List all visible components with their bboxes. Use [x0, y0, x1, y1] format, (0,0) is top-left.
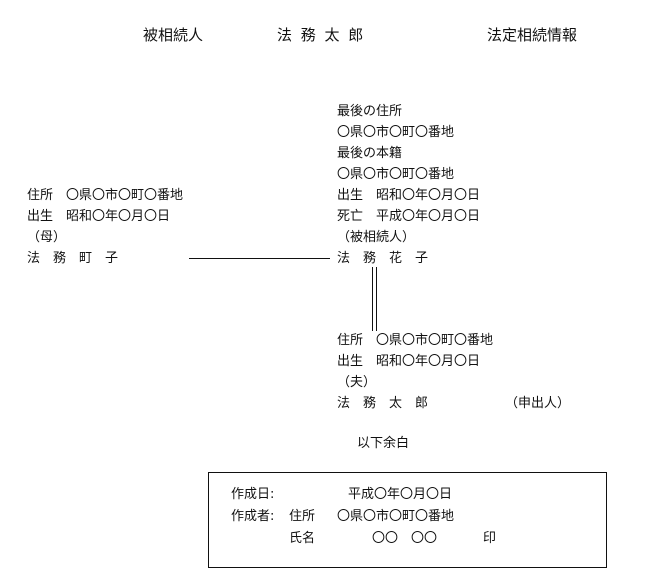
decedent-death: 死亡 平成〇年〇月〇日: [337, 209, 481, 224]
husband-birth: 出生 昭和〇年〇月〇日: [337, 354, 481, 369]
decedent-role: （被相続人）: [337, 230, 416, 245]
creation-date-label: 作成日:: [231, 487, 275, 502]
mother-role: （母）: [27, 230, 67, 245]
mother-birth: 出生 昭和〇年〇月〇日: [27, 209, 171, 224]
creator-name-label: 氏名: [289, 531, 316, 546]
decedent-name-header: 法 務 太 郎: [277, 26, 366, 44]
creator-box: [208, 472, 607, 568]
decedent-last-address-label: 最後の住所: [337, 104, 403, 119]
decedent-last-domicile-label: 最後の本籍: [337, 146, 403, 161]
parent-child-connector: [189, 258, 330, 259]
husband-address: 住所 〇県〇市〇町〇番地: [337, 333, 494, 348]
husband-role: （夫）: [337, 375, 377, 390]
seal-mark: 印: [483, 531, 497, 546]
document-title: 法定相続情報: [487, 26, 578, 44]
decedent-last-domicile: 〇県〇市〇町〇番地: [337, 167, 455, 182]
mother-address: 住所 〇県〇市〇町〇番地: [27, 188, 184, 203]
marriage-line-left: [372, 267, 373, 331]
decedent-birth: 出生 昭和〇年〇月〇日: [337, 188, 481, 203]
applicant-label: （申出人）: [505, 396, 571, 411]
decedent-name: 法 務 花 子: [337, 251, 429, 266]
creation-date-value: 平成〇年〇月〇日: [348, 487, 453, 502]
creator-label: 作成者:: [231, 509, 275, 524]
husband-name: 法 務 太 郎: [337, 396, 429, 411]
creator-address-label: 住所: [289, 509, 316, 524]
marriage-line-right: [376, 267, 377, 331]
creator-address-value: 〇県〇市〇町〇番地: [337, 509, 455, 524]
decedent-label: 被相続人: [143, 26, 204, 44]
creator-name-value: 〇〇 〇〇: [372, 531, 438, 546]
decedent-last-address: 〇県〇市〇町〇番地: [337, 125, 455, 140]
mother-name: 法 務 町 子: [27, 251, 119, 266]
end-note: 以下余白: [357, 436, 410, 451]
